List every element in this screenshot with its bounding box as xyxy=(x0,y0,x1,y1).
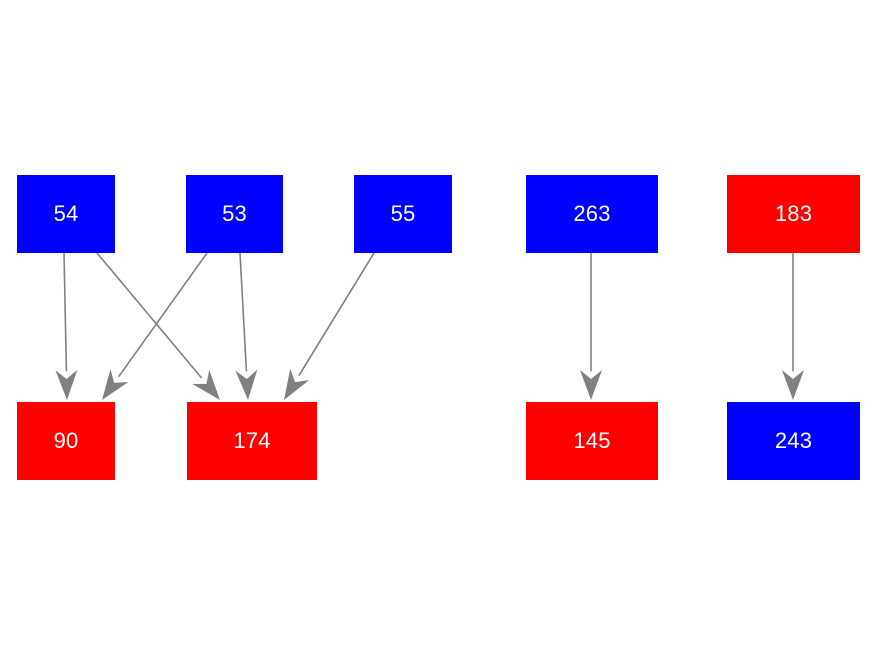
graph-node-174[interactable]: 174 xyxy=(187,402,317,480)
graph-node-243[interactable]: 243 xyxy=(727,402,860,480)
node-label: 183 xyxy=(774,201,813,226)
graph-node-90[interactable]: 90 xyxy=(17,402,115,480)
graph-edge-263-to-145 xyxy=(580,253,602,400)
graph-node-53[interactable]: 53 xyxy=(186,175,283,253)
edge-arrowhead-icon xyxy=(102,369,129,400)
node-label: 263 xyxy=(573,201,611,226)
graph-node-54[interactable]: 54 xyxy=(17,175,115,253)
graph-edge-54-to-90 xyxy=(55,252,78,400)
edge-line xyxy=(118,252,208,378)
edge-arrowhead-icon xyxy=(192,369,220,400)
edge-arrowhead-icon xyxy=(580,370,602,400)
edge-line xyxy=(298,252,375,376)
graph-edge-55-to-174 xyxy=(284,252,375,400)
node-label: 90 xyxy=(53,428,79,453)
graph-edge-183-to-243 xyxy=(782,253,804,400)
graph-node-145[interactable]: 145 xyxy=(526,402,658,480)
graph-node-183[interactable]: 183 xyxy=(727,175,860,253)
edge-arrowhead-icon xyxy=(782,370,804,400)
node-label: 53 xyxy=(222,201,247,226)
edge-arrowhead-icon xyxy=(235,369,258,400)
node-label: 55 xyxy=(390,201,416,226)
node-label: 145 xyxy=(573,428,611,453)
graph-edge-54-to-174 xyxy=(96,252,220,400)
node-label: 54 xyxy=(53,201,79,226)
edge-line xyxy=(63,252,68,372)
graph-edge-53-to-174 xyxy=(235,252,258,400)
graph-edge-53-to-90 xyxy=(102,252,208,400)
graph-node-55[interactable]: 55 xyxy=(354,175,452,253)
edge-line xyxy=(96,252,203,379)
graph-node-263[interactable]: 263 xyxy=(526,175,658,253)
edge-line xyxy=(239,252,248,372)
node-label: 174 xyxy=(233,428,271,453)
edge-arrowhead-icon xyxy=(284,368,310,400)
node-label: 243 xyxy=(774,428,813,453)
edge-arrowhead-icon xyxy=(55,369,78,400)
